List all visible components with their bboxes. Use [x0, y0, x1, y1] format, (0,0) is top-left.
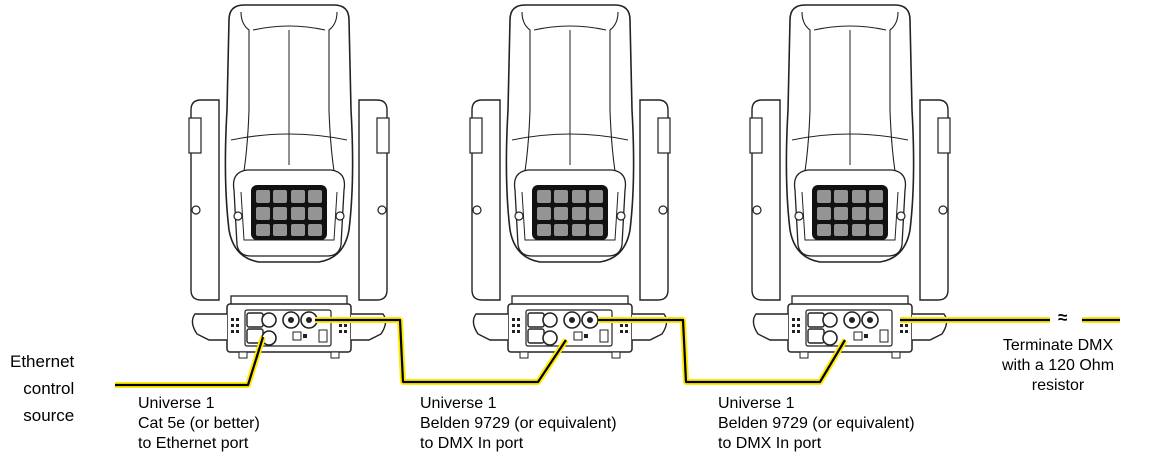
- cable-break-symbol: ≈: [1058, 308, 1068, 327]
- link-2-line-3: to DMX In port: [420, 435, 524, 452]
- link-1-line-2: Cat 5e (or better): [138, 415, 260, 432]
- moving-head-fixture-3: [749, 4, 951, 359]
- source-label: Ethernet control source: [10, 348, 74, 429]
- link-2-line-1: Universe 1: [420, 395, 497, 412]
- moving-head-fixture-1: [188, 4, 390, 359]
- link-3-line-1: Universe 1: [718, 395, 795, 412]
- moving-head-fixture-2: [469, 4, 671, 359]
- link-2-label: Universe 1 Belden 9729 (or equivalent) t…: [420, 394, 617, 454]
- link-1-label: Universe 1 Cat 5e (or better) to Etherne…: [138, 394, 260, 454]
- source-line-1: Ethernet: [10, 352, 75, 371]
- termination-label: Terminate DMX with a 120 Ohm resistor: [996, 336, 1120, 396]
- source-line-3: source: [23, 406, 75, 425]
- link-1-line-1: Universe 1: [138, 395, 215, 412]
- termination-line-2: with a 120 Ohm: [1001, 357, 1115, 374]
- link-3-line-2: Belden 9729 (or equivalent): [718, 415, 915, 432]
- cable-runs: [115, 317, 1120, 388]
- termination-line-1: Terminate DMX: [1002, 337, 1114, 354]
- link-2-line-2: Belden 9729 (or equivalent): [420, 415, 617, 432]
- link-3-line-3: to DMX In port: [718, 435, 822, 452]
- link-3-label: Universe 1 Belden 9729 (or equivalent) t…: [718, 394, 915, 454]
- source-line-2: control: [23, 379, 75, 398]
- termination-line-3: resistor: [1031, 377, 1085, 394]
- link-1-line-3: to Ethernet port: [138, 435, 249, 452]
